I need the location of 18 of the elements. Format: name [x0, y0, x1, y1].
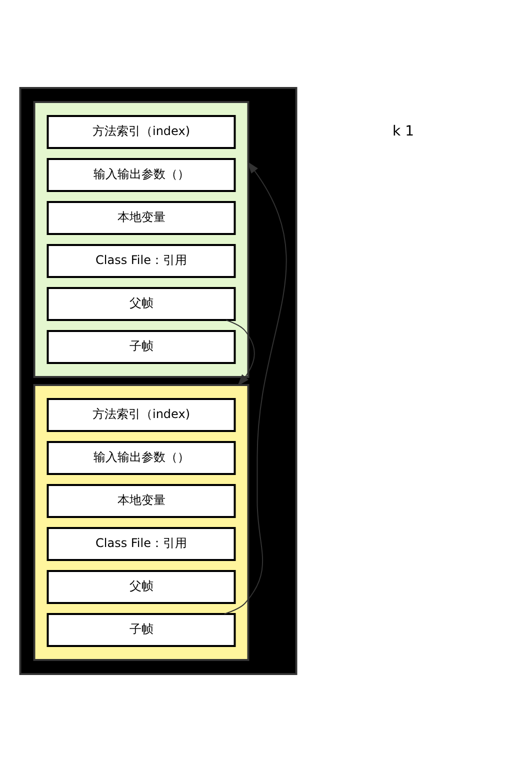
node-box: 方法索引（index): [46, 114, 236, 148]
node-box: 父帧: [46, 286, 236, 320]
arrow: [224, 160, 287, 614]
node-box: 输入输出参数（）: [46, 158, 236, 192]
node-box: 本地变量: [46, 200, 236, 234]
arrow: [226, 319, 255, 386]
cluster: [33, 384, 250, 660]
node-box: Class File：引用: [46, 244, 236, 278]
cluster: [33, 100, 250, 378]
label: k 1: [392, 123, 414, 140]
node-box: 子帧: [46, 330, 236, 364]
node-box: 本地变量: [46, 484, 236, 518]
node-box: 子帧: [46, 612, 236, 646]
node-box: 输入输出参数（）: [46, 440, 236, 474]
node-box: 父帧: [46, 570, 236, 604]
node-box: Class File：引用: [46, 526, 236, 560]
node-box: 方法索引（index): [46, 398, 236, 432]
cluster: [19, 86, 298, 674]
